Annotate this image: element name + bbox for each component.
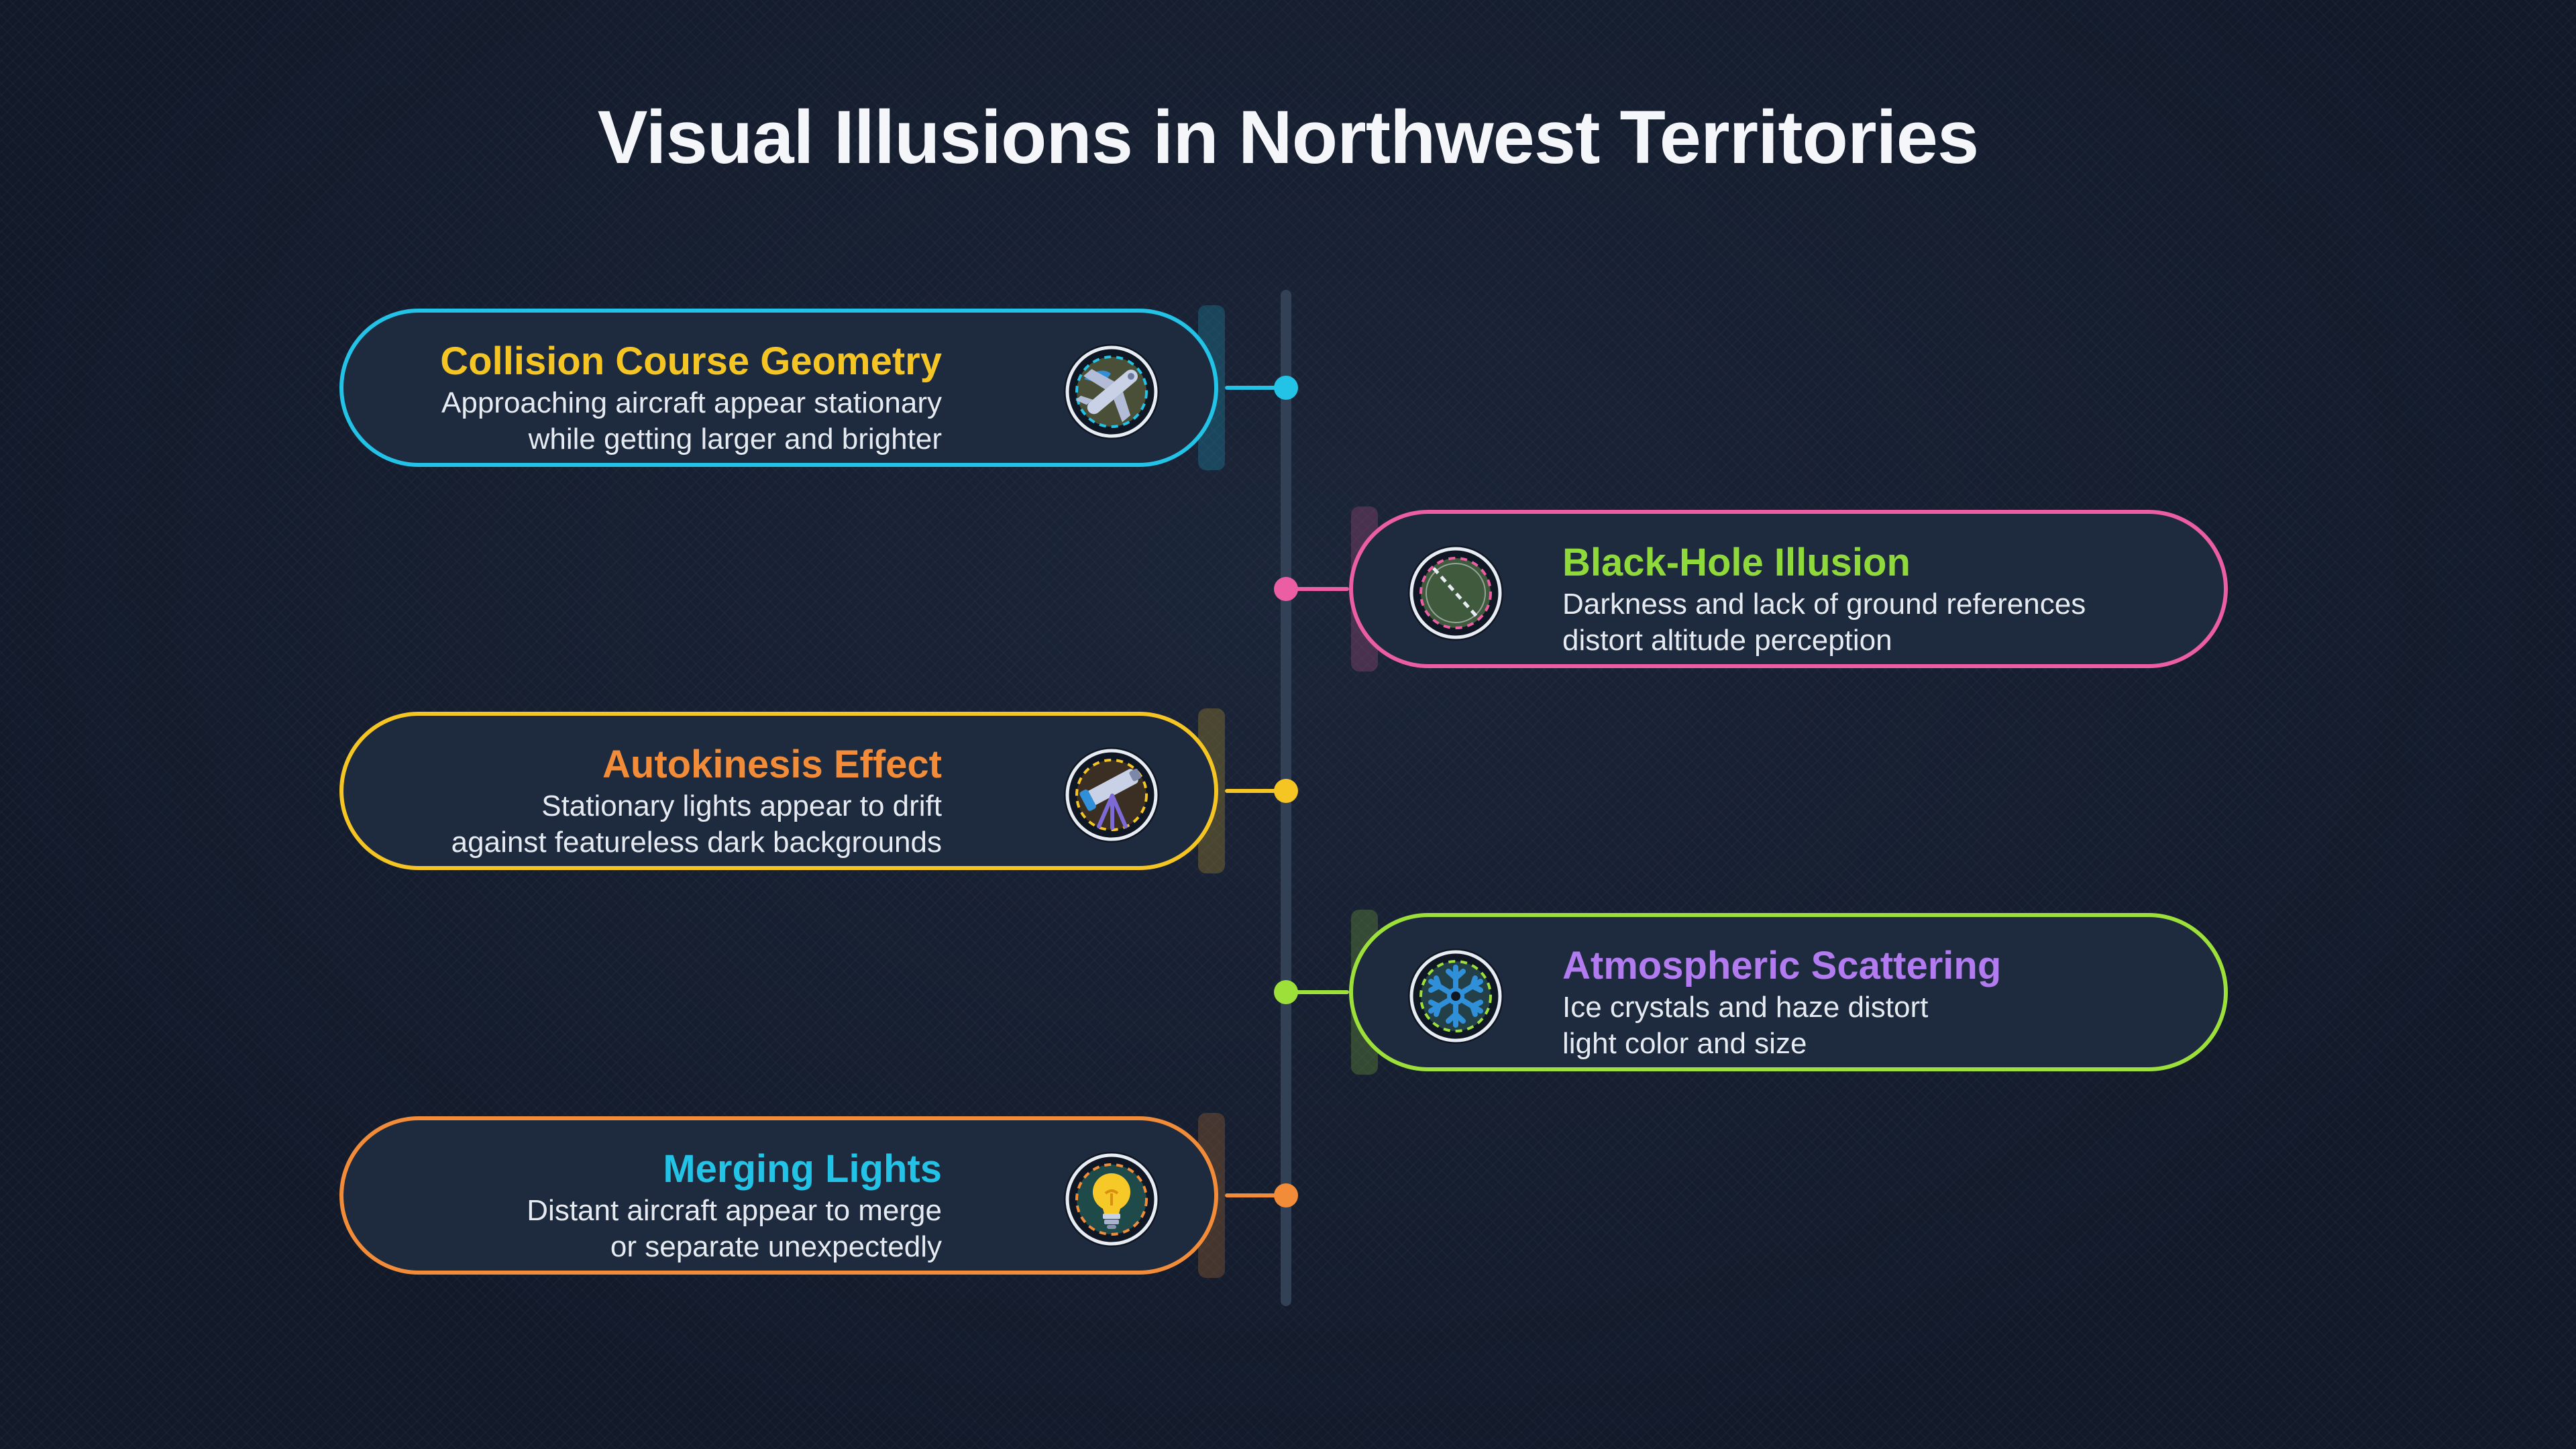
- card-heading: Merging Lights: [663, 1147, 942, 1191]
- card-description-line-2: while getting larger and brighter: [528, 423, 942, 455]
- timeline-card-item-3: Atmospheric Scattering Ice crystals and …: [1349, 913, 2228, 1071]
- card-description-line-2: light color and size: [1562, 1027, 1807, 1060]
- card-description-line-2: or separate unexpectedly: [610, 1230, 942, 1263]
- connector-item-2: [1225, 789, 1287, 793]
- card-heading: Collision Course Geometry: [440, 339, 942, 383]
- timeline-dot-item-2: [1274, 779, 1298, 803]
- no-ground-reference-icon: [1408, 545, 1503, 641]
- card-description-line-1: Stationary lights appear to drift: [541, 790, 942, 822]
- timeline-dot-item-4: [1274, 1183, 1298, 1208]
- card-heading: Atmospheric Scattering: [1562, 944, 2002, 987]
- snowflake-icon: [1408, 949, 1503, 1044]
- page-title: Visual Illusions in Northwest Territorie…: [597, 95, 1979, 179]
- card-heading: Black-Hole Illusion: [1562, 541, 1911, 584]
- card-description-line-1: Distant aircraft appear to merge: [527, 1194, 942, 1227]
- card-heading: Autokinesis Effect: [602, 743, 942, 786]
- card-description-line-2: against featureless dark backgrounds: [451, 826, 942, 859]
- connector-item-1: [1286, 587, 1349, 591]
- timeline-dot-item-0: [1274, 376, 1298, 400]
- timeline-card-item-1: Black-Hole Illusion Darkness and lack of…: [1349, 510, 2228, 668]
- telescope-icon: [1064, 747, 1159, 843]
- timeline-dot-item-3: [1274, 980, 1298, 1004]
- card-description-line-2: distort altitude perception: [1562, 624, 1892, 657]
- timeline-card-item-2: Autokinesis Effect Stationary lights app…: [339, 712, 1218, 870]
- connector-item-0: [1225, 386, 1287, 390]
- connector-item-4: [1225, 1193, 1287, 1197]
- timeline-card-item-0: Collision Course Geometry Approaching ai…: [339, 309, 1218, 467]
- light-bulb-icon: [1064, 1152, 1159, 1247]
- timeline-card-item-4: Merging Lights Distant aircraft appear t…: [339, 1116, 1218, 1275]
- airplane-icon: [1064, 344, 1159, 439]
- timeline-dot-item-1: [1274, 577, 1298, 601]
- card-description-line-1: Darkness and lack of ground references: [1562, 588, 2086, 621]
- card-description-line-1: Approaching aircraft appear stationary: [441, 386, 942, 419]
- connector-item-3: [1286, 990, 1349, 994]
- card-description-line-1: Ice crystals and haze distort: [1562, 991, 1929, 1024]
